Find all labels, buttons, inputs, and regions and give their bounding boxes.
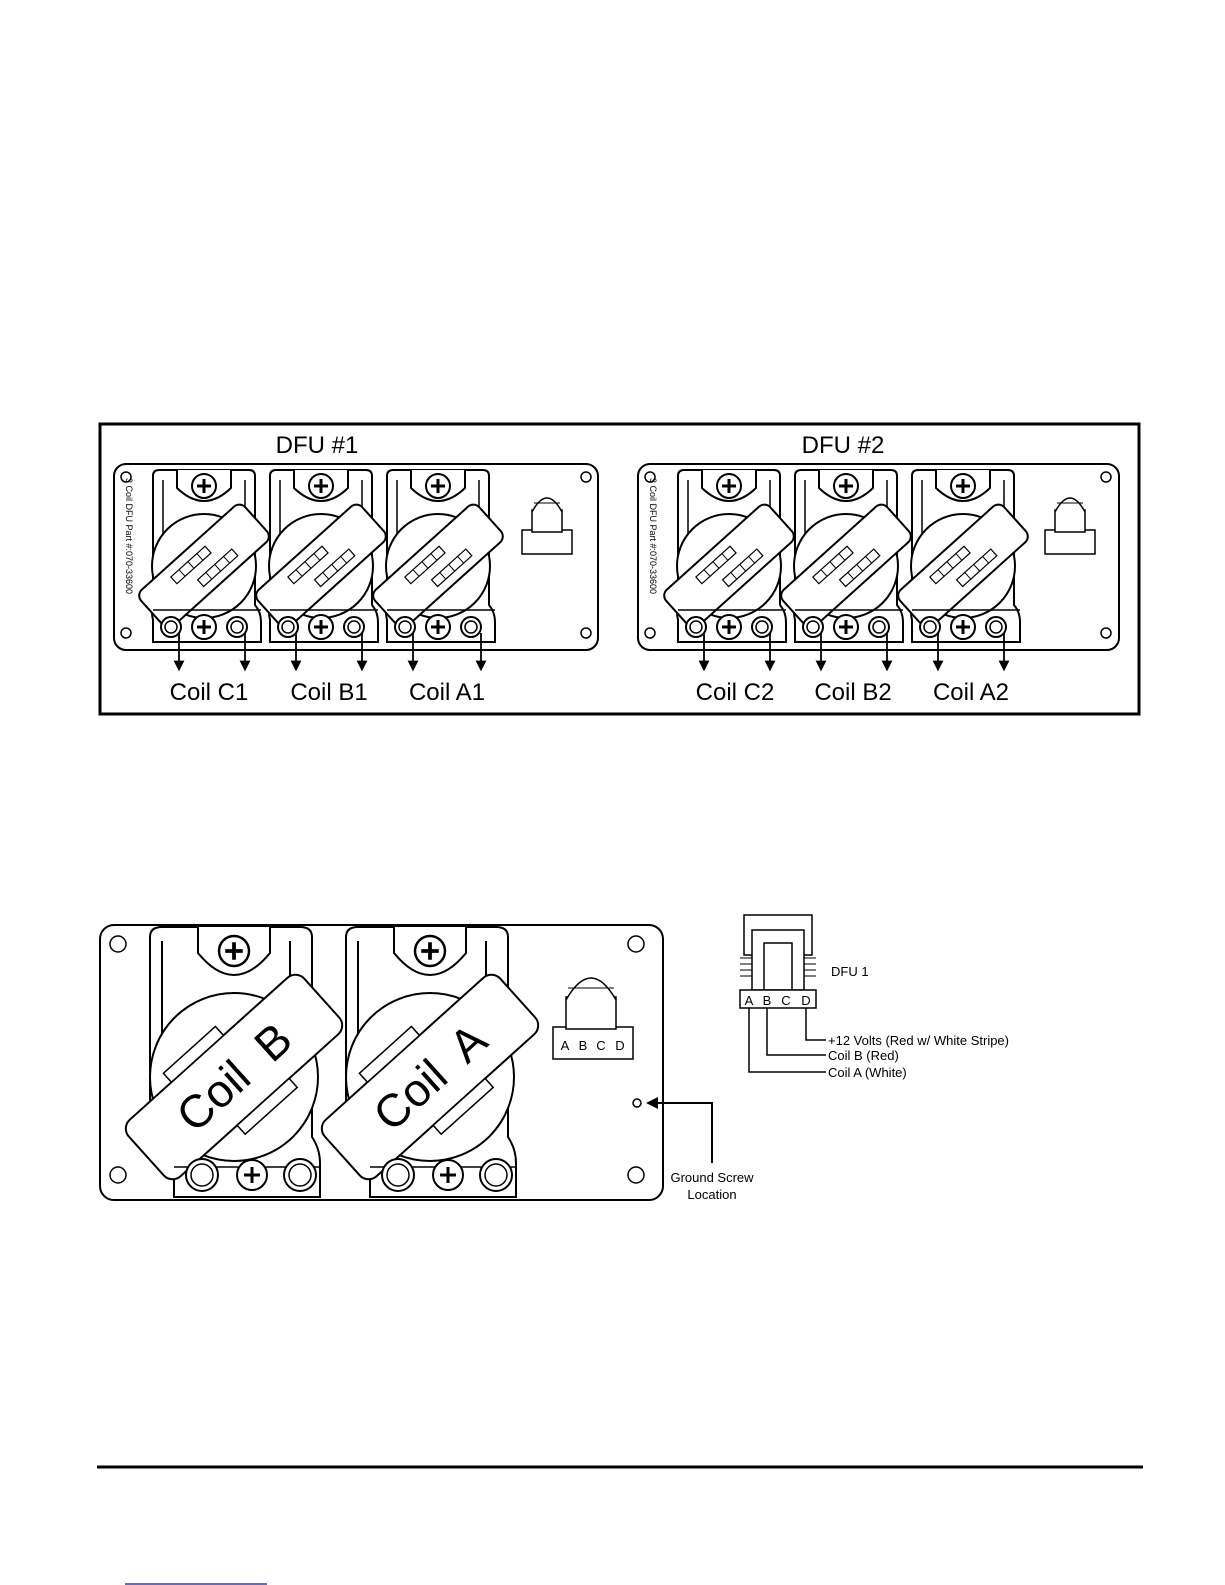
mount-hole (1101, 472, 1111, 482)
connector-pin-a: A (561, 1038, 570, 1053)
coil-c2-label: Coil C2 (696, 679, 775, 706)
pinout-title: DFU 1 (831, 964, 869, 979)
coil-a1-label: Coil A1 (409, 679, 485, 706)
dfu-1-title: DFU #1 (276, 432, 359, 459)
pin-a: A (745, 993, 754, 1008)
mount-hole (121, 628, 131, 638)
coil-a2-label: Coil A2 (933, 679, 1009, 706)
mount-hole (581, 628, 591, 638)
mount-hole (110, 1167, 126, 1183)
two-coil-dfu-diagram: Coil B Coil A (100, 925, 754, 1202)
mount-hole (581, 472, 591, 482)
ground-screw-hole (633, 1099, 641, 1107)
coil-b2-label: Coil B2 (814, 679, 891, 706)
coil-module-b1 (253, 470, 389, 642)
wire-coil-a-label: Coil A (White) (828, 1065, 907, 1080)
mount-hole (645, 628, 655, 638)
coil-b1-label: Coil B1 (290, 679, 367, 706)
mount-hole (110, 936, 126, 952)
ground-location-label: Location (687, 1187, 736, 1202)
pinout-wires (749, 1008, 826, 1072)
mount-hole (1101, 628, 1111, 638)
coil-module-b2 (778, 470, 914, 642)
connector-pin-c: C (596, 1038, 605, 1053)
mount-hole (628, 936, 644, 952)
coil-module-c1 (136, 470, 272, 642)
dfu-2-part-label: 3 Coil DFU Part #:070-33600 (648, 478, 658, 594)
pin-c: C (781, 993, 790, 1008)
mount-hole (628, 1167, 644, 1183)
connector-pin-b: B (579, 1038, 588, 1053)
dfu-1-part-label: 3 Coil DFU Part #:070-33600 (124, 478, 134, 594)
dfu-2-title: DFU #2 (802, 432, 885, 459)
ground-screw-label: Ground Screw (670, 1170, 754, 1185)
pin-b: B (763, 993, 772, 1008)
coil-c1-label: Coil C1 (170, 679, 249, 706)
dfu-connector-pinout: DFU 1 A B C D +12 Volts (Red w/ White St… (740, 915, 1009, 1080)
wire-coil-b-label: Coil B (Red) (828, 1048, 899, 1063)
coil-module-a1 (370, 470, 506, 642)
pin-d: D (801, 993, 810, 1008)
wire-12v-label: +12 Volts (Red w/ White Stripe) (828, 1033, 1009, 1048)
connector-pin-d: D (615, 1038, 624, 1053)
coil-module-a2 (895, 470, 1031, 642)
coil-module-c2 (661, 470, 797, 642)
